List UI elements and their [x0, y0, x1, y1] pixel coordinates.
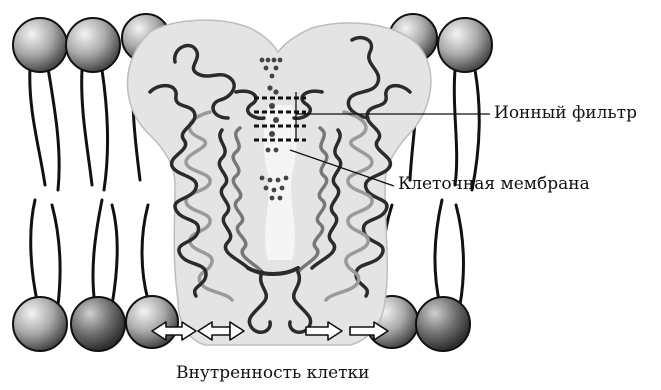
cell-interior-label: Внутренность клетки	[176, 363, 370, 383]
ion-filter-label: Ионный фильтр	[494, 103, 637, 123]
cell-membrane-label: Клеточная мембрана	[398, 174, 590, 194]
